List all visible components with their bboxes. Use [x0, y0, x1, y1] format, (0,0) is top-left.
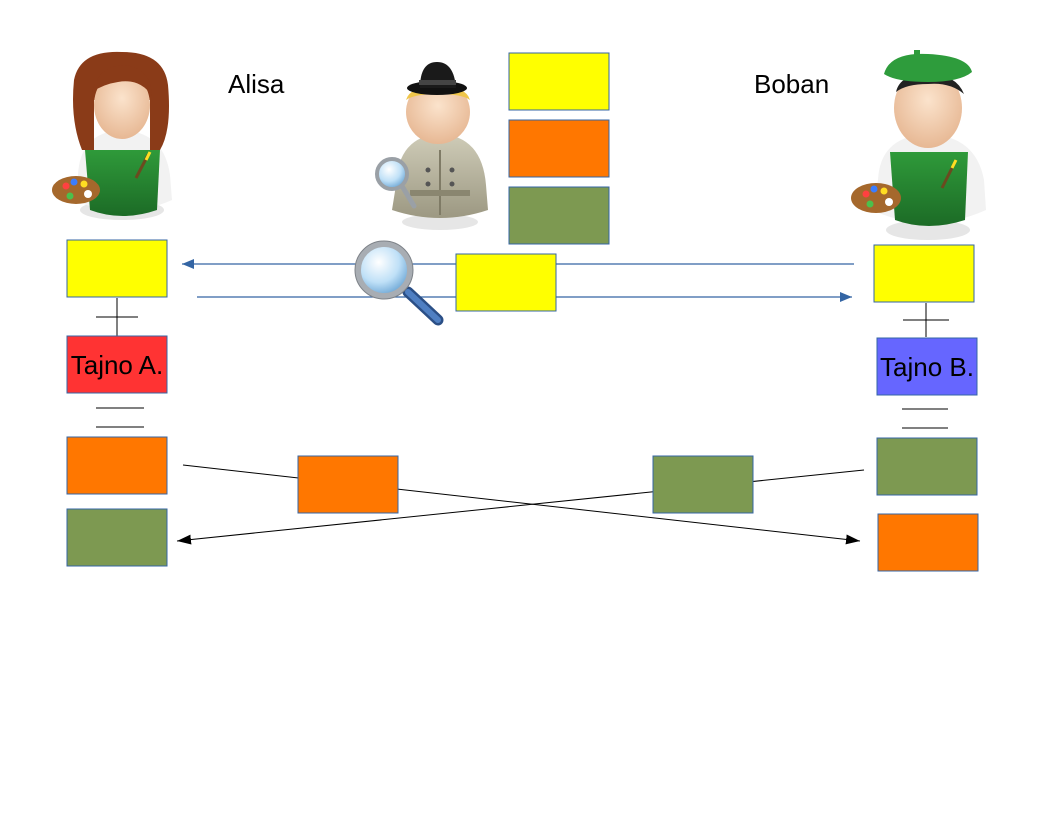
alisa-mix-orange: [66, 436, 168, 495]
boban-name-label: Boban: [754, 69, 829, 99]
alisa-name-label: Alisa: [228, 69, 285, 99]
magnifier-icon: [354, 240, 444, 326]
woman-painter-icon: [52, 51, 172, 220]
orange-mix-in-transit: [297, 455, 399, 514]
boban-secret-box: [876, 337, 978, 396]
public-yellow-in-transit: [455, 253, 557, 312]
boban-public-yellow: [873, 244, 975, 303]
man-painter-icon: [851, 50, 986, 240]
boban-equals-sign: [902, 408, 948, 429]
mix-arrow-to-boban: [182, 464, 861, 545]
green-mix-in-transit: [652, 455, 754, 514]
alisa-secret-box: [66, 335, 168, 394]
eve-yellow-box: [508, 52, 610, 111]
alisa-plus-sign: [96, 298, 138, 336]
boban-secret-label: Tajno B.: [880, 352, 974, 382]
alisa-secret-label: Tajno A.: [71, 350, 164, 380]
boban-plus-sign: [903, 303, 949, 337]
alisa-received-green: [66, 508, 168, 567]
alisa-public-yellow: [66, 239, 168, 298]
alisa-equals-sign: [96, 407, 144, 428]
boban-mix-green: [876, 437, 978, 496]
boban-received-orange: [877, 513, 979, 572]
eve-green-box: [508, 186, 610, 245]
eve-orange-box: [508, 119, 610, 178]
detective-spy-icon: [375, 62, 488, 230]
